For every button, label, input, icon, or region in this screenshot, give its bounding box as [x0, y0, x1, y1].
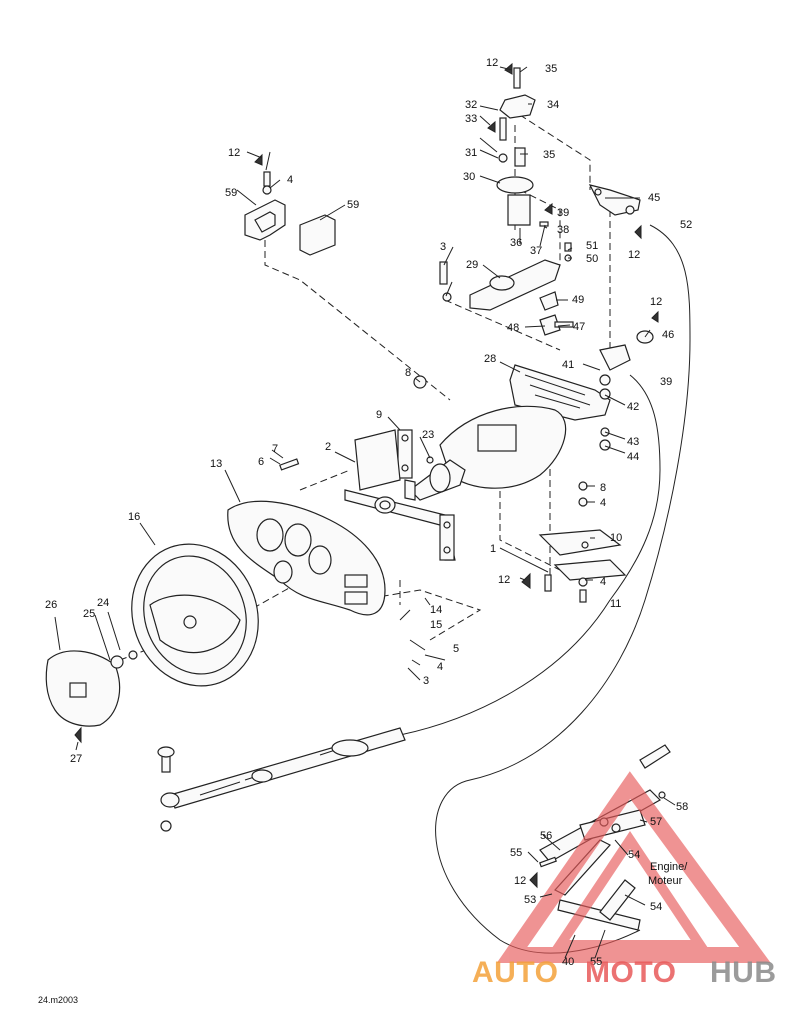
callout-38: 43 — [627, 436, 639, 448]
callout-48: 53 — [524, 894, 536, 906]
figure-code: 24.m2003 — [38, 995, 78, 1005]
callout-30: 35 — [543, 149, 555, 161]
callout-28: 34 — [547, 99, 559, 111]
callout-24: 30 — [463, 171, 475, 183]
steering-column-housing — [404, 405, 567, 501]
callout-12: 12 — [498, 574, 510, 586]
callout-12: 12 — [650, 296, 662, 308]
instrument-panel — [227, 500, 386, 616]
callout-34: 39 — [557, 207, 569, 219]
callout-1: 1 — [490, 543, 496, 555]
callout-51: 54 — [628, 849, 640, 861]
callout-3: 3 — [440, 241, 446, 253]
callout-37: 42 — [627, 401, 639, 413]
callout-labels: 12 35 32 34 33 31 35 30 39 38 36 37 51 5… — [45, 57, 692, 968]
engine-label-line1: Engine/ — [650, 861, 688, 873]
callout-39: 44 — [627, 451, 639, 463]
callout-11: 11 — [610, 598, 621, 610]
callout-8: 8 — [600, 482, 606, 494]
callout-54: 57 — [650, 816, 662, 828]
callout-18: 24 — [97, 597, 109, 609]
callout-50: 55 — [590, 956, 602, 968]
callout-5: 5 — [453, 643, 459, 655]
callout-43: 48 — [507, 322, 519, 334]
callout-4: 4 — [600, 497, 606, 509]
callout-33: 38 — [557, 224, 569, 236]
callout-17: 23 — [422, 429, 434, 441]
callout-31: 36 — [510, 237, 522, 249]
callout-10: 10 — [610, 532, 622, 544]
callout-46: 51 — [586, 240, 598, 252]
steering-cable — [399, 224, 691, 954]
callout-20: 26 — [45, 599, 57, 611]
callout-12: 12 — [628, 249, 640, 261]
callout-14: 14 — [430, 604, 442, 616]
upper-steering-support — [439, 62, 572, 311]
callout-7: 7 — [272, 443, 278, 455]
callout-8: 8 — [405, 367, 411, 379]
callout-15: 15 — [430, 619, 442, 631]
callout-26: 32 — [465, 99, 477, 111]
pivot-arm-assembly — [539, 184, 642, 336]
watermark-part-3: HUB — [710, 956, 777, 989]
callout-21: 27 — [70, 753, 82, 765]
callout-35: 40 — [562, 956, 574, 968]
callout-12: 12 — [514, 875, 526, 887]
callout-23: 29 — [466, 259, 478, 271]
upper-left-bracket-assembly — [244, 153, 336, 256]
callout-9: 9 — [376, 409, 382, 421]
callout-29: 35 — [545, 63, 557, 75]
callout-32: 37 — [530, 245, 542, 257]
callout-53: 56 — [540, 830, 552, 842]
callout-49: 54 — [650, 901, 662, 913]
callout-45: 50 — [586, 253, 598, 265]
callout-35: 39 — [660, 376, 672, 388]
callout-4: 4 — [600, 576, 606, 588]
watermark-logo — [496, 771, 771, 963]
callout-47: 52 — [680, 219, 692, 231]
callout-22: 28 — [484, 353, 496, 365]
callout-4: 4 — [287, 174, 293, 186]
callout-42: 47 — [573, 321, 585, 333]
callout-40: 45 — [648, 192, 660, 204]
watermark-part-2: MOTO — [585, 956, 676, 989]
callout-52: 55 — [510, 847, 522, 859]
callout-2: 2 — [325, 441, 331, 453]
callout-44: 49 — [572, 294, 584, 306]
watermark-part-1: AUTO — [472, 956, 558, 989]
watermark-text: AUTO MOTO HUB — [472, 956, 777, 989]
callout-27: 33 — [465, 113, 477, 125]
callout-16: 16 — [128, 511, 140, 523]
callout-4: 4 — [437, 661, 443, 673]
callout-55: 58 — [676, 801, 688, 813]
steering-shaft — [157, 727, 406, 832]
callout-41: 46 — [662, 329, 674, 341]
engine-label-line2: Moteur — [648, 875, 683, 887]
callout-56: 59 — [225, 187, 237, 199]
callout-13: 13 — [210, 458, 222, 470]
callout-57: 59 — [347, 199, 359, 211]
callout-36: 41 — [562, 359, 574, 371]
callout-12: 12 — [486, 57, 498, 69]
callout-25: 31 — [465, 147, 477, 159]
callout-12: 12 — [228, 147, 240, 159]
callout-19: 25 — [83, 608, 95, 620]
horn-pad-cover — [45, 650, 138, 744]
steering-wheel — [131, 543, 259, 687]
lower-hardware-stack — [521, 481, 627, 603]
leader-lines — [54, 66, 676, 959]
callout-3: 3 — [423, 675, 429, 687]
callout-6: 6 — [258, 456, 264, 468]
